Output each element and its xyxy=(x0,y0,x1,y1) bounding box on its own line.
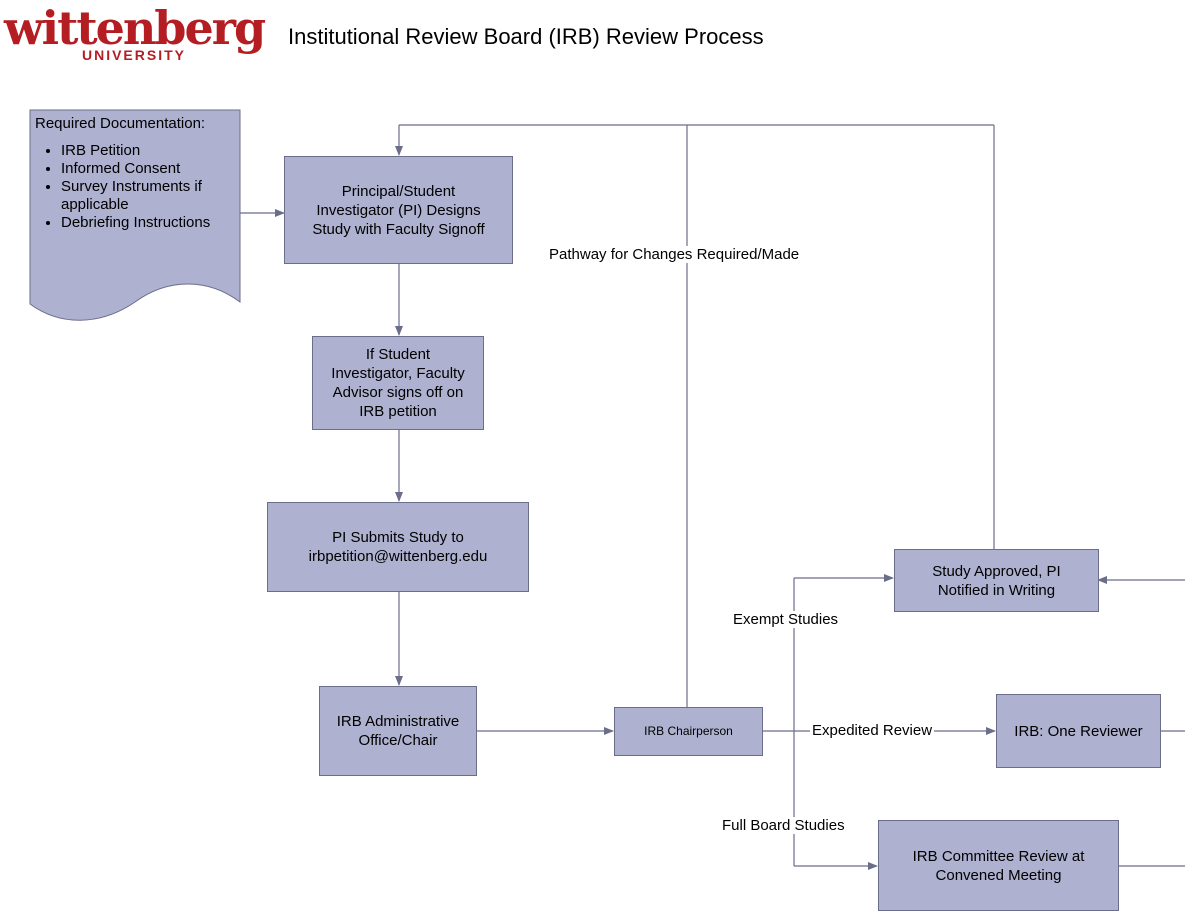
logo-subtitle: UNIVERSITY xyxy=(68,46,200,64)
documentation-item: Informed Consent xyxy=(61,160,240,178)
label-changes-pathway: Pathway for Changes Required/Made xyxy=(547,246,802,263)
node-one-reviewer: IRB: One Reviewer xyxy=(996,694,1161,768)
page-title: Institutional Review Board (IRB) Review … xyxy=(288,24,764,49)
node-admin-office: IRB Administrative Office/Chair xyxy=(319,686,477,776)
wittenberg-logo: wittenberg UNIVERSITY xyxy=(4,1,266,64)
documentation-item: Debriefing Instructions xyxy=(61,214,240,232)
label-exempt-studies: Exempt Studies xyxy=(731,611,841,628)
node-chairperson: IRB Chairperson xyxy=(614,707,763,756)
node-study-approved: Study Approved, PI Notified in Writing xyxy=(894,549,1099,612)
node-advisor-signoff: If Student Investigator, Faculty Advisor… xyxy=(312,336,484,430)
documentation-heading: Required Documentation: xyxy=(35,115,206,132)
documentation-shape xyxy=(29,109,241,321)
documentation-item: Survey Instruments if applicable xyxy=(61,178,240,214)
node-submit-study: PI Submits Study to irbpetition@wittenbe… xyxy=(267,502,529,592)
label-full-board-studies: Full Board Studies xyxy=(720,817,847,834)
required-documentation: Required Documentation: IRB Petition Inf… xyxy=(35,115,240,232)
documentation-item: IRB Petition xyxy=(61,142,240,160)
documentation-list: IRB Petition Informed Consent Survey Ins… xyxy=(35,142,240,232)
node-pi-design: Principal/Student Investigator (PI) Desi… xyxy=(284,156,513,264)
label-expedited-review: Expedited Review xyxy=(810,722,935,739)
node-committee-review: IRB Committee Review at Convened Meeting xyxy=(878,820,1119,911)
